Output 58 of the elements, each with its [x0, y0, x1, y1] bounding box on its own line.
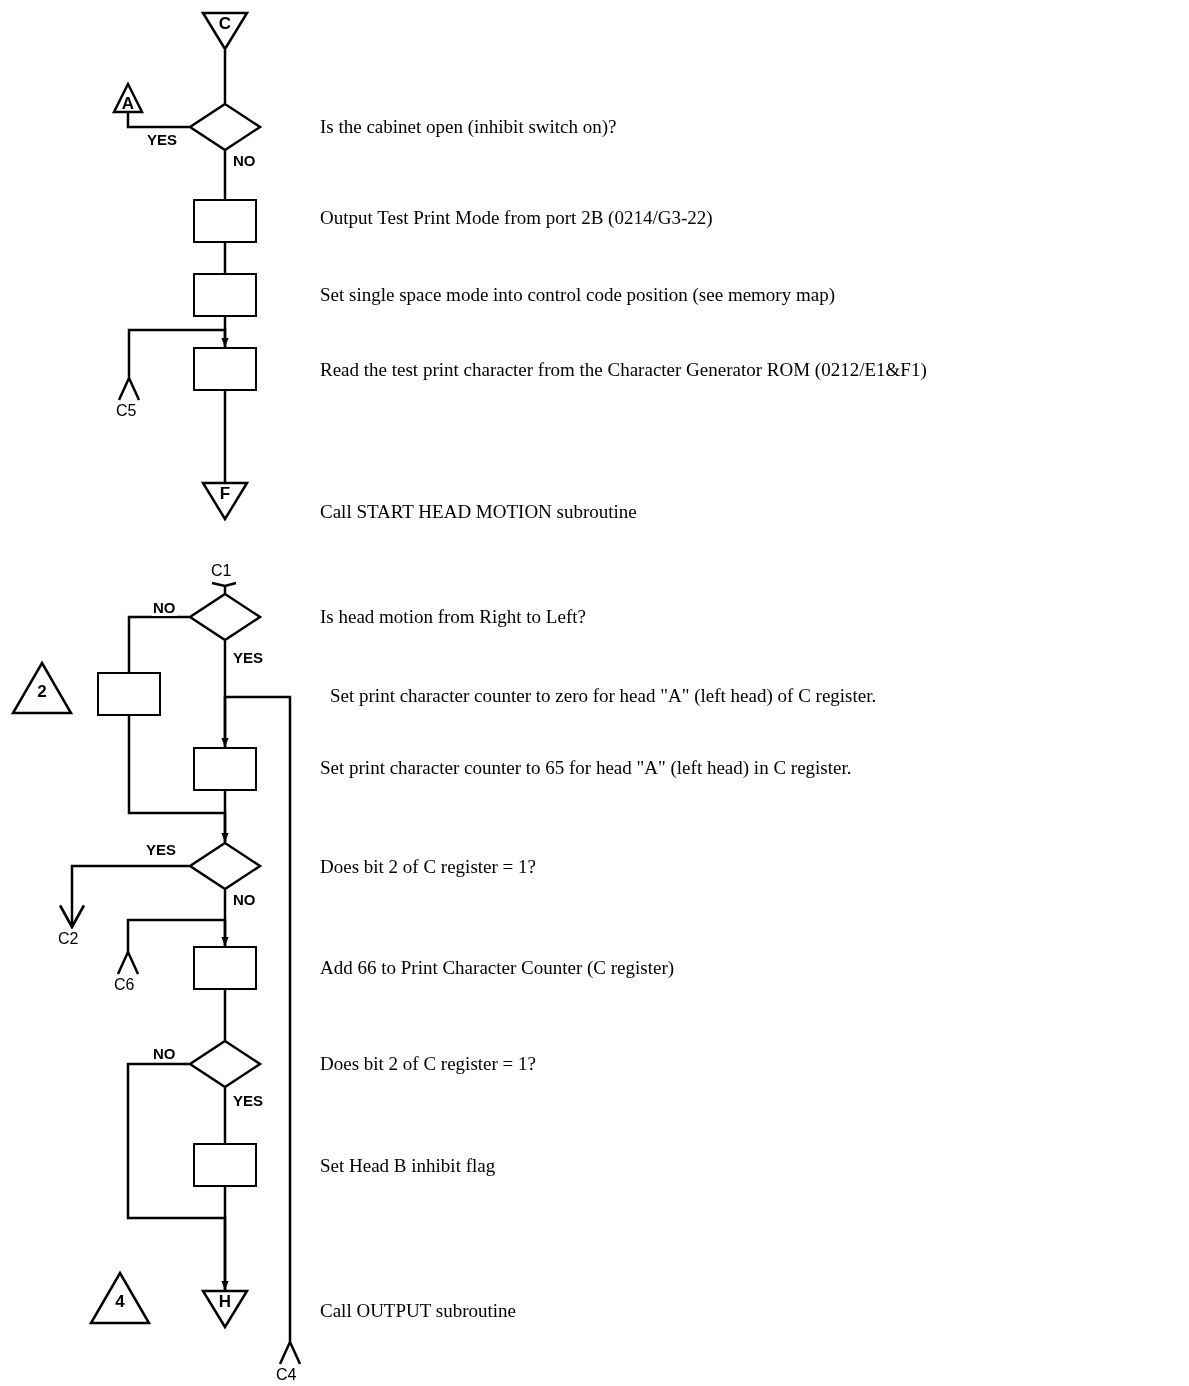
connector-line [223, 50, 227, 103]
step-description: Is the cabinet open (inhibit switch on)? [320, 116, 617, 138]
step-description: Set Head B inhibit flag [320, 1155, 496, 1177]
edge-label: NO [232, 153, 257, 169]
connector-line [223, 1187, 227, 1290]
connector-line [223, 1088, 227, 1143]
process-box [193, 273, 257, 317]
connector-line [126, 113, 189, 129]
connector-label: C1 [211, 562, 232, 580]
step-description: Call START HEAD MOTION subroutine [320, 501, 637, 523]
decision-diamond [189, 593, 261, 641]
edge-label: YES [232, 1093, 264, 1109]
connector-label: C2 [58, 930, 79, 948]
decision-diamond [189, 842, 261, 890]
connector-line [223, 243, 227, 273]
connector-label: C6 [114, 976, 135, 994]
decision-diamond [189, 103, 261, 151]
connector-line [116, 918, 229, 976]
connector-line [210, 581, 238, 595]
step-description: Set print character counter to 65 for head "A" (left head) in C register. [320, 757, 852, 779]
step-description: Is head motion from Right to Left? [320, 606, 586, 628]
process-box [193, 946, 257, 990]
step-description: Read the test print character from the Character Generator ROM (0212/E1&F1) [320, 359, 927, 381]
connector-label: C5 [116, 402, 137, 420]
edge-label: NO [232, 892, 257, 908]
process-box [193, 347, 257, 391]
reference-triangle: 4 [90, 1272, 150, 1324]
edge-label: NO [152, 600, 177, 616]
connector-line [117, 328, 229, 402]
connector-label: C4 [276, 1366, 297, 1384]
step-description: Set print character counter to zero for head "A" (left head) of C register. [330, 685, 877, 707]
step-description: Does bit 2 of C register = 1? [320, 1053, 536, 1075]
connector-line [127, 615, 189, 672]
connector-line [223, 791, 227, 842]
process-box [193, 747, 257, 791]
connector-line [223, 391, 227, 482]
edge-label: NO [152, 1046, 177, 1062]
connector-line [58, 864, 189, 929]
process-box [193, 199, 257, 243]
step-description: Call OUTPUT subroutine [320, 1300, 516, 1322]
step-description: Output Test Print Mode from port 2B (0214/G3-22) [320, 207, 713, 229]
off-page-connector-triangle: F [202, 482, 248, 520]
connector-line [223, 151, 227, 199]
process-box [97, 672, 161, 716]
edge-label: YES [145, 842, 177, 858]
step-description: Set single space mode into control code position (see memory map) [320, 284, 835, 306]
decision-diamond [189, 1040, 261, 1088]
connector-line [223, 990, 227, 1040]
edge-label: YES [146, 132, 178, 148]
reference-triangle: A [113, 83, 143, 113]
step-description: Add 66 to Print Character Counter (C register) [320, 957, 675, 979]
off-page-connector-triangle: H [202, 1290, 248, 1328]
process-box [193, 1143, 257, 1187]
step-description: Does bit 2 of C register = 1? [320, 856, 536, 878]
edge-label: YES [232, 650, 264, 666]
connector-line [221, 695, 302, 1366]
reference-triangle: 2 [12, 662, 72, 714]
off-page-connector-triangle: C [202, 12, 248, 50]
